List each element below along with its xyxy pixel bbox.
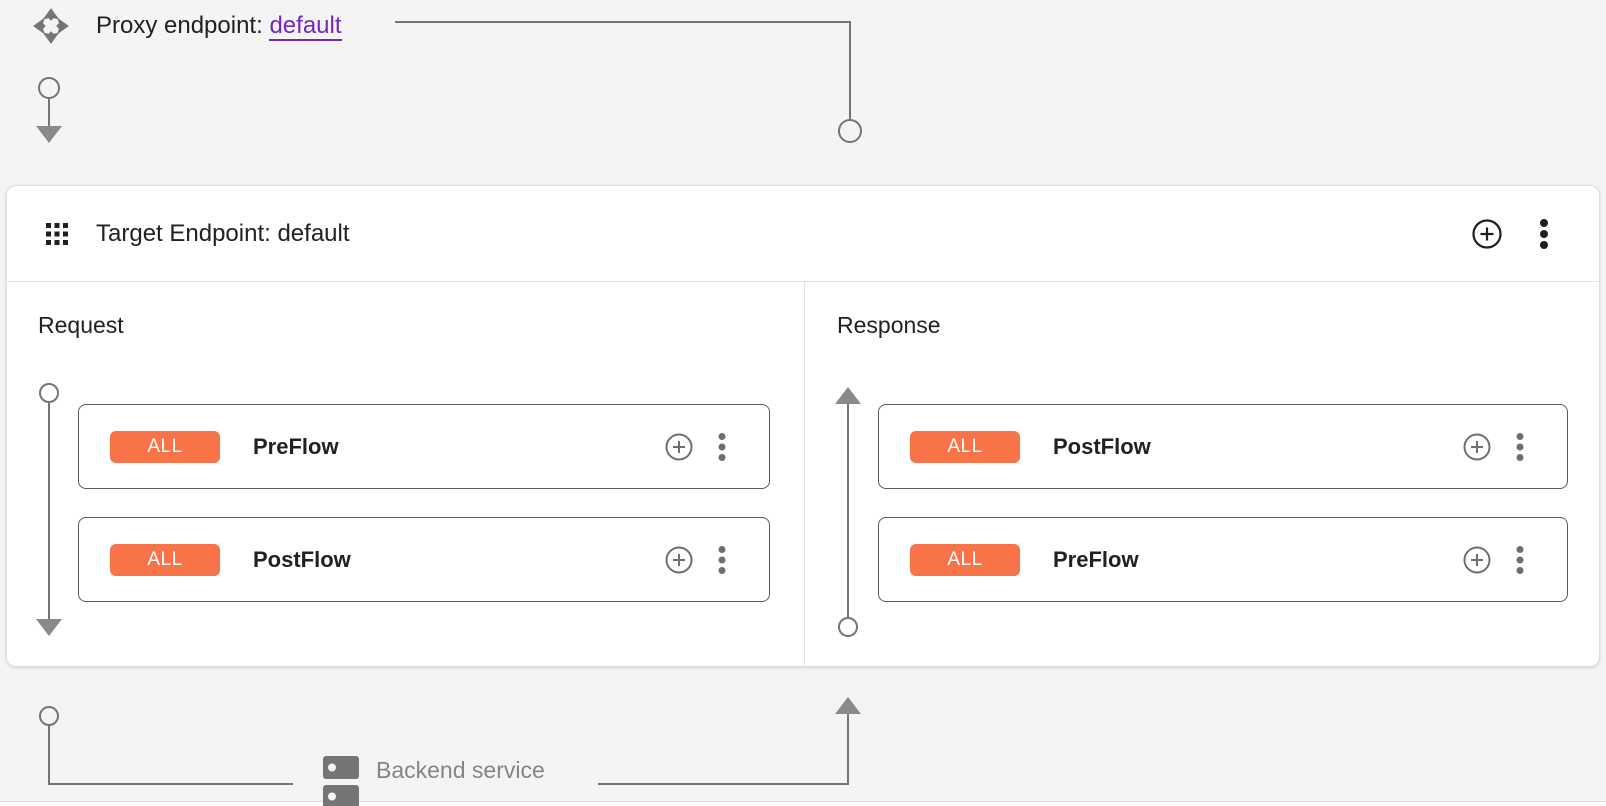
flow-name: PreFlow bbox=[253, 433, 339, 459]
connector-proxy-end-circle bbox=[838, 119, 862, 143]
request-flow-arrow bbox=[36, 619, 62, 636]
response-flow-arrow bbox=[835, 387, 861, 404]
proxy-endpoint-link[interactable]: default bbox=[269, 12, 342, 41]
connector-in-vline bbox=[48, 99, 50, 126]
response-lane-label: Response bbox=[837, 312, 941, 338]
request-start-circle bbox=[39, 383, 59, 403]
backend-service-label: Backend service bbox=[376, 757, 545, 783]
flow-menu-icon[interactable] bbox=[718, 432, 727, 462]
connector-in-circle bbox=[38, 77, 60, 99]
flow-menu-icon[interactable] bbox=[718, 545, 727, 575]
flow-card-response-preflow[interactable]: ALL PreFlow bbox=[878, 517, 1568, 602]
flow-card-response-postflow[interactable]: ALL PostFlow bbox=[878, 404, 1568, 489]
three-dots-icon bbox=[1540, 218, 1548, 249]
flow-menu-icon[interactable] bbox=[1516, 432, 1525, 462]
add-policy-icon[interactable] bbox=[665, 545, 694, 574]
flow-name: PreFlow bbox=[1053, 546, 1139, 572]
target-endpoint-title: Target Endpoint: default bbox=[96, 219, 350, 247]
proxy-endpoint-label: Proxy endpoint: default bbox=[96, 12, 342, 41]
lane-divider bbox=[804, 282, 805, 666]
flow-card-request-postflow[interactable]: ALL PostFlow bbox=[78, 517, 770, 602]
add-policy-icon[interactable] bbox=[1463, 432, 1492, 461]
header-actions bbox=[1471, 218, 1549, 250]
backend-service-icon bbox=[323, 756, 359, 806]
response-end-circle bbox=[838, 617, 858, 637]
connector-in-arrow bbox=[36, 126, 62, 143]
condition-badge: ALL bbox=[110, 430, 220, 463]
flow-card-request-preflow[interactable]: ALL PreFlow bbox=[78, 404, 770, 489]
backend-out-vline bbox=[48, 726, 50, 784]
response-flow-line bbox=[847, 404, 849, 617]
backend-return-hline bbox=[598, 783, 848, 785]
flow-name: PostFlow bbox=[253, 546, 351, 572]
plus-circle-icon bbox=[1472, 218, 1502, 249]
proxy-endpoint-row: Proxy endpoint: default bbox=[30, 5, 342, 47]
add-policy-icon[interactable] bbox=[1463, 545, 1492, 574]
request-lane-label: Request bbox=[38, 312, 124, 338]
backend-out-hline bbox=[48, 783, 293, 785]
condition-badge: ALL bbox=[910, 543, 1020, 576]
add-flow-button[interactable] bbox=[1471, 218, 1503, 250]
condition-badge: ALL bbox=[910, 430, 1020, 463]
backend-return-arrow bbox=[835, 697, 861, 714]
connector-proxy-vline bbox=[849, 21, 851, 119]
flow-menu-icon[interactable] bbox=[1516, 545, 1525, 575]
backend-return-vline bbox=[847, 714, 849, 785]
backend-out-circle bbox=[39, 706, 59, 726]
target-endpoint-header: Target Endpoint: default bbox=[7, 186, 1599, 282]
proxy-endpoint-icon bbox=[33, 8, 69, 44]
add-policy-icon[interactable] bbox=[665, 432, 694, 461]
request-flow-line bbox=[48, 403, 50, 620]
endpoint-menu-button[interactable] bbox=[1539, 218, 1549, 250]
proxy-endpoint-label-text: Proxy endpoint: bbox=[96, 12, 263, 39]
canvas-bottom-edge bbox=[0, 801, 1606, 806]
target-endpoint-grid-icon bbox=[46, 222, 68, 245]
flow-name: PostFlow bbox=[1053, 433, 1151, 459]
condition-badge: ALL bbox=[110, 543, 220, 576]
connector-proxy-hline bbox=[395, 21, 851, 23]
